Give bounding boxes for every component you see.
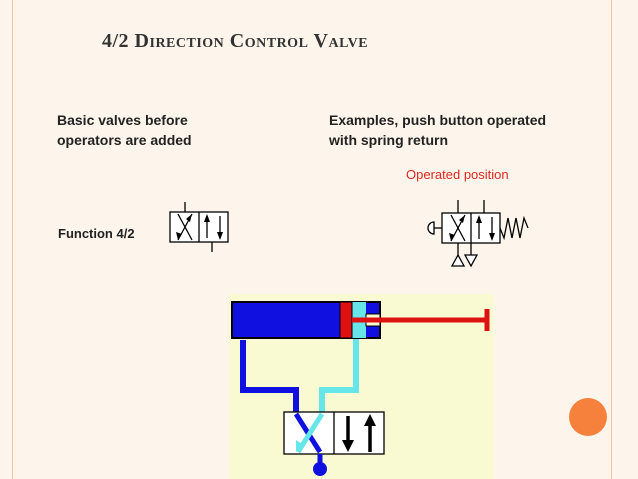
examples-line1: Examples, push button operated — [329, 112, 547, 128]
spring-icon — [499, 215, 529, 241]
push-button-icon — [427, 221, 435, 235]
slide-frame — [12, 0, 612, 479]
basic-valves-line1: Basic valves before — [57, 112, 188, 128]
push-button-valve-symbol — [427, 200, 529, 268]
cyan-line — [319, 322, 359, 412]
blue-line — [240, 340, 299, 412]
orange-accent-circle — [569, 398, 607, 436]
examples-text: Examples, push button operated with spri… — [329, 110, 546, 150]
supply-source — [313, 462, 327, 476]
exhaust-port-icon — [450, 253, 466, 267]
animation-valve — [283, 411, 385, 476]
supply-port-icon — [463, 254, 479, 268]
piston — [339, 301, 353, 339]
slide-title: 4/2 Direction Control Valve — [102, 30, 369, 52]
operated-position-label: Operated position — [406, 167, 509, 182]
examples-line2: with spring return — [329, 132, 448, 148]
function-label: Function 4/2 — [58, 226, 135, 241]
basic-valves-text: Basic valves before operators are added — [57, 110, 192, 150]
basic-valves-line2: operators are added — [57, 132, 192, 148]
cylinder-animation — [231, 301, 490, 412]
basic-valve-symbol — [169, 202, 229, 252]
